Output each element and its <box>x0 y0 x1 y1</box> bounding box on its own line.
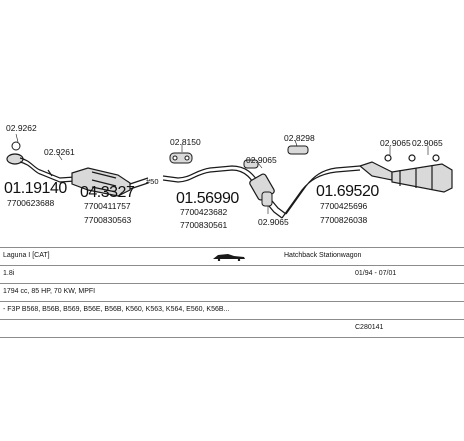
vehicle-info-table: Laguna I [CAT] Hatchback Stationwagon 1.… <box>0 247 464 338</box>
gasket-code-2: 02.9261 <box>44 147 75 157</box>
body-cell: Hatchback Stationwagon <box>284 252 362 259</box>
rear-silencer <box>358 154 453 193</box>
oem-code-3b: 7700830561 <box>180 220 228 230</box>
part-code-2: 04.3327 <box>80 184 135 201</box>
exhaust-drawing <box>6 133 453 219</box>
hanger-code-5: 02.9065 <box>380 138 411 148</box>
part-code-3: 01.56990 <box>176 190 239 207</box>
front-pipe <box>6 153 76 183</box>
part-code-4: 01.69520 <box>316 183 379 200</box>
part-code-1: 01.19140 <box>4 180 67 197</box>
oem-code-4b: 7700826038 <box>320 215 368 225</box>
mark-label: #50 <box>146 177 159 186</box>
gasket-code-1: 02.9262 <box>6 123 37 133</box>
car-silhouette-icon <box>213 254 245 261</box>
oem-code-1: 7700623688 <box>7 198 55 208</box>
hanger-code-3: 02.9065 <box>258 217 289 227</box>
oem-code-4a: 7700425696 <box>320 201 368 211</box>
hanger-code-6: 02.9065 <box>412 138 443 148</box>
catalytic-converter <box>71 167 149 197</box>
oem-code-2a: 7700411757 <box>84 201 131 211</box>
engine-cell: 1.8i <box>3 270 15 277</box>
table-row: - F3P B568, B56B, B569, B56E, B56B, K560… <box>0 302 464 320</box>
table-row: Laguna I [CAT] Hatchback Stationwagon <box>0 247 464 266</box>
hanger-brackets <box>169 145 309 207</box>
model-cell: Laguna I [CAT] <box>3 252 50 259</box>
table-row: C280141 <box>0 320 464 338</box>
exhaust-diagram: 02.9262 02.9261 01.19140 7700623688 04.3… <box>4 123 453 230</box>
hanger-code-1: 02.8150 <box>170 137 201 147</box>
ref-cell: C280141 <box>355 324 384 331</box>
leader-lines <box>15 133 429 214</box>
spec-cell: 1794 cc, 85 HP, 70 KW, MPFI <box>3 288 96 295</box>
table-row: 1.8i 01/94 - 07/01 <box>0 266 464 284</box>
oem-code-2b: 7700830563 <box>84 215 132 225</box>
years-cell: 01/94 - 07/01 <box>355 270 397 277</box>
table-row: 1794 cc, 85 HP, 70 KW, MPFI <box>0 284 464 302</box>
hanger-code-2: 02.9065 <box>246 155 277 165</box>
gasket-part <box>11 141 21 151</box>
hanger-code-4: 02.8298 <box>284 133 315 143</box>
oem-code-3a: 7700423682 <box>180 207 228 217</box>
codes-cell: - F3P B568, B56B, B569, B56E, B56B, K560… <box>3 306 230 313</box>
